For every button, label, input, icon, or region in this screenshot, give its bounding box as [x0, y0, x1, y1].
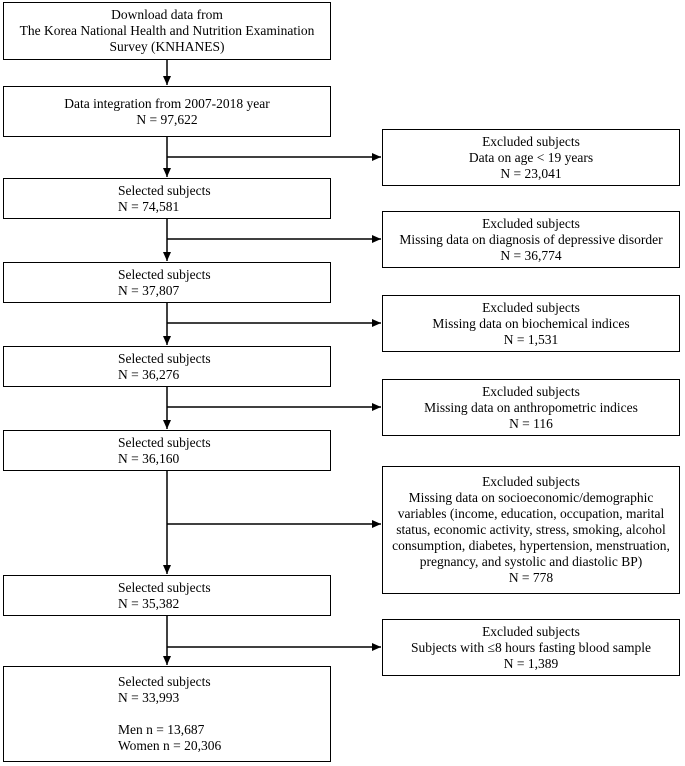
box-selected4: Selected subjects N = 36,160	[3, 430, 331, 471]
box-line: Missing data on biochemical indices	[432, 315, 630, 331]
box-selected2: Selected subjects N = 37,807	[3, 262, 331, 303]
box-line: Selected subjects	[118, 182, 211, 198]
box-line: Selected subjects	[118, 350, 211, 366]
box-line: N = 36,774	[500, 247, 562, 263]
box-final: Selected subjects N = 33,993 Men n = 13,…	[3, 666, 331, 762]
box-line: Selected subjects	[118, 674, 211, 689]
box-line: Subjects with ≤8 hours fasting blood sam…	[411, 639, 651, 655]
box-excluded-anthropometric: Excluded subjects Missing data on anthro…	[382, 379, 680, 436]
box-line	[118, 706, 330, 722]
box-excluded-age: Excluded subjects Data on age < 19 years…	[382, 129, 680, 186]
box-line: N = 1,531	[503, 331, 559, 347]
box-line: Survey (KNHANES)	[109, 39, 225, 54]
box-line: Missing data on socioeconomic/demographi…	[392, 490, 670, 569]
box-excluded-depressive: Excluded subjects Missing data on diagno…	[382, 211, 680, 268]
box-line: Women n = 20,306	[118, 738, 222, 753]
box-selected3: Selected subjects N = 36,276	[3, 346, 331, 387]
box-line: N = 36,276	[118, 366, 180, 382]
box-line: N = 36,160	[118, 450, 180, 466]
box-line: Data on age < 19 years	[468, 149, 594, 165]
box-line: Missing data on anthropometric indices	[424, 399, 638, 415]
box-excluded-fasting: Excluded subjects Subjects with ≤8 hours…	[382, 619, 680, 676]
box-line: N = 116	[509, 415, 553, 431]
box-line: Excluded subjects	[482, 215, 580, 231]
box-line: Men n = 13,687	[118, 722, 205, 737]
box-selected1: Selected subjects N = 74,581	[3, 178, 331, 219]
box-integration: Data integration from 2007-2018 year N =…	[3, 86, 331, 137]
box-line: N = 33,993	[118, 690, 180, 705]
box-line: Data integration from 2007-2018 year	[64, 95, 270, 111]
box-line: N = 1,389	[503, 655, 559, 671]
box-line: N = 778	[508, 570, 554, 585]
box-line: Selected subjects	[118, 579, 211, 595]
box-line: N = 35,382	[118, 595, 180, 611]
box-line: N = 74,581	[118, 198, 180, 214]
box-excluded-socioeconomic: Excluded subjects Missing data on socioe…	[382, 466, 680, 594]
box-line: Selected subjects	[118, 266, 211, 282]
box-line: Excluded subjects	[482, 299, 580, 315]
box-selected5: Selected subjects N = 35,382	[3, 575, 331, 616]
box-line: Excluded subjects	[482, 474, 580, 489]
box-line: Excluded subjects	[482, 133, 580, 149]
box-line: Excluded subjects	[482, 623, 580, 639]
box-line: The Korea National Health and Nutrition …	[19, 23, 315, 38]
box-line: N = 23,041	[500, 165, 562, 181]
box-download: Download data from The Korea National He…	[3, 2, 331, 60]
box-line: Selected subjects	[118, 434, 211, 450]
box-line: Download data from	[111, 7, 223, 22]
box-line: Missing data on diagnosis of depressive …	[399, 231, 663, 247]
box-excluded-biochemical: Excluded subjects Missing data on bioche…	[382, 295, 680, 352]
box-line: N = 37,807	[118, 282, 180, 298]
box-line: Excluded subjects	[482, 383, 580, 399]
box-line: N = 97,622	[136, 111, 198, 127]
